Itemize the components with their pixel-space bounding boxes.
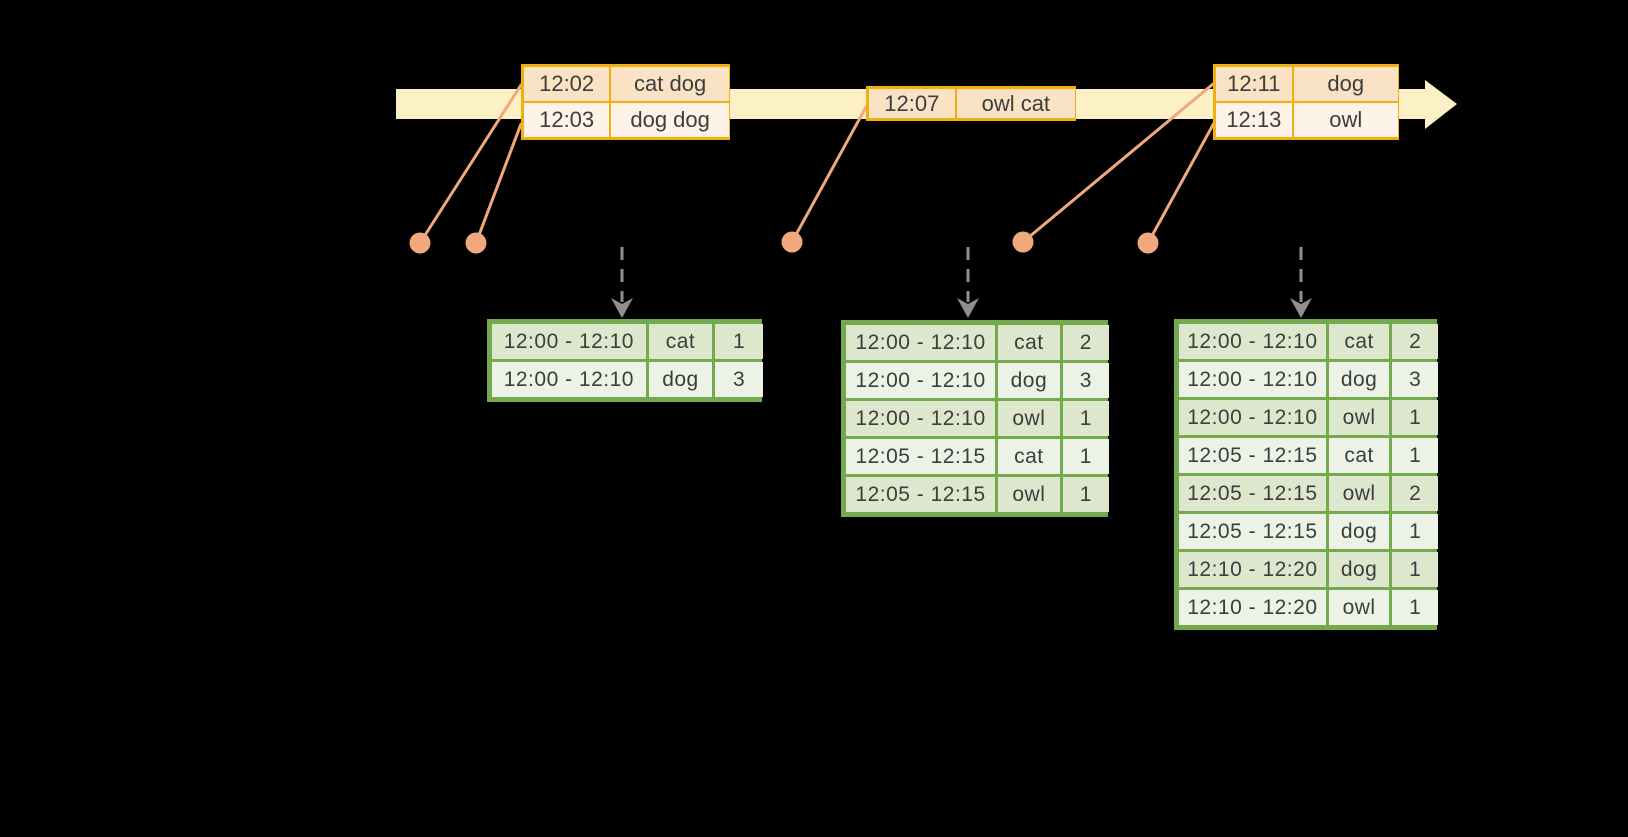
window-cell: 12:05 - 12:15 [1179,438,1326,473]
word-cell: owl [998,401,1060,436]
window-cell: 12:05 - 12:15 [846,477,996,512]
trigger-arrowhead-icon [1290,298,1312,318]
event-connector-line [790,105,868,244]
word-cell: cat [1328,324,1390,359]
result-row: 12:05 - 12:15 cat 1 [846,439,1109,474]
result-row: 12:00 - 12:10 dog 3 [1179,362,1438,397]
trigger-arrowhead-icon [957,298,979,318]
count-cell: 1 [1392,400,1438,435]
result-row: 12:05 - 12:15 owl 2 [1179,476,1438,511]
word-cell: owl [998,477,1060,512]
count-cell: 3 [715,362,763,397]
result-row: 12:10 - 12:20 dog 1 [1179,552,1438,587]
window-cell: 12:00 - 12:10 [1179,400,1326,435]
window-cell: 12:00 - 12:10 [846,325,996,360]
count-cell: 1 [1062,477,1109,512]
result-row: 12:00 - 12:10 owl 1 [846,401,1109,436]
count-cell: 2 [1392,324,1438,359]
result-row: 12:05 - 12:15 owl 1 [846,477,1109,512]
window-cell: 12:10 - 12:20 [1179,552,1326,587]
event-time-cell: 12:03 [524,103,610,137]
event-row: 12:13 owl [1216,103,1398,137]
count-cell: 1 [1392,590,1438,625]
word-cell: dog [1328,362,1390,397]
result-table-1: 12:00 - 12:10 cat 1 12:00 - 12:10 dog 3 [487,319,763,402]
event-time-cell: 12:07 [869,89,955,118]
window-cell: 12:05 - 12:15 [846,439,996,474]
event-row: 12:03 dog dog [524,103,729,137]
result-row: 12:00 - 12:10 cat 2 [846,325,1109,360]
event-words-cell: dog [1293,67,1398,101]
count-cell: 1 [1062,401,1109,436]
window-cell: 12:10 - 12:20 [1179,590,1326,625]
result-row: 12:00 - 12:10 dog 3 [492,362,763,397]
event-row: 12:11 dog [1216,67,1398,101]
event-words-cell: owl [1293,103,1398,137]
event-words-cell: owl cat [956,89,1075,118]
count-cell: 2 [1062,325,1109,360]
window-cell: 12:05 - 12:15 [1179,514,1326,549]
event-dot [1137,232,1159,254]
window-cell: 12:05 - 12:15 [1179,476,1326,511]
result-row: 12:00 - 12:10 cat 1 [492,324,763,359]
count-cell: 1 [1392,438,1438,473]
result-row: 12:10 - 12:20 owl 1 [1179,590,1438,625]
event-row: 12:07 owl cat [869,89,1075,118]
event-words-cell: cat dog [611,67,729,101]
timeline-arrowhead-icon [1425,80,1457,129]
event-row: 12:02 cat dog [524,67,729,101]
event-dot [781,231,803,253]
event-connector-line [1146,121,1216,245]
window-cell: 12:00 - 12:10 [1179,324,1326,359]
event-time-cell: 12:11 [1216,67,1292,101]
word-cell: dog [998,363,1060,398]
word-cell: dog [1328,514,1390,549]
result-table-2: 12:00 - 12:10 cat 2 12:00 - 12:10 dog 3 … [841,320,1109,517]
count-cell: 1 [1392,552,1438,587]
event-connector-line [418,83,523,245]
word-cell: cat [998,439,1060,474]
count-cell: 3 [1062,363,1109,398]
event-dot [409,232,431,254]
event-connector-line [1021,82,1215,244]
event-table-2: 12:07 owl cat [866,86,1076,121]
event-table-3: 12:11 dog 12:13 owl [1213,64,1399,140]
event-time-cell: 12:13 [1216,103,1292,137]
count-cell: 1 [1392,514,1438,549]
result-table-3: 12:00 - 12:10 cat 2 12:00 - 12:10 dog 3 … [1174,319,1438,630]
event-time-cell: 12:02 [524,67,610,101]
event-table-1: 12:02 cat dog 12:03 dog dog [521,64,730,140]
event-dot [465,232,487,254]
count-cell: 1 [1062,439,1109,474]
word-cell: owl [1328,476,1390,511]
result-row: 12:05 - 12:15 dog 1 [1179,514,1438,549]
window-cell: 12:00 - 12:10 [846,401,996,436]
result-row: 12:00 - 12:10 dog 3 [846,363,1109,398]
event-words-cell: dog dog [611,103,729,137]
window-cell: 12:00 - 12:10 [1179,362,1326,397]
count-cell: 2 [1392,476,1438,511]
word-cell: cat [998,325,1060,360]
window-cell: 12:00 - 12:10 [492,362,646,397]
count-cell: 3 [1392,362,1438,397]
word-cell: cat [1328,438,1390,473]
trigger-arrowhead-icon [611,298,633,318]
word-cell: dog [1328,552,1390,587]
event-connector-line [474,122,523,245]
result-row: 12:00 - 12:10 cat 2 [1179,324,1438,359]
window-cell: 12:00 - 12:10 [846,363,996,398]
result-row: 12:05 - 12:15 cat 1 [1179,438,1438,473]
word-cell: dog [648,362,713,397]
result-row: 12:00 - 12:10 owl 1 [1179,400,1438,435]
word-cell: cat [648,324,713,359]
event-dot [1012,231,1034,253]
window-cell: 12:00 - 12:10 [492,324,646,359]
word-cell: owl [1328,400,1390,435]
count-cell: 1 [715,324,763,359]
word-cell: owl [1328,590,1390,625]
